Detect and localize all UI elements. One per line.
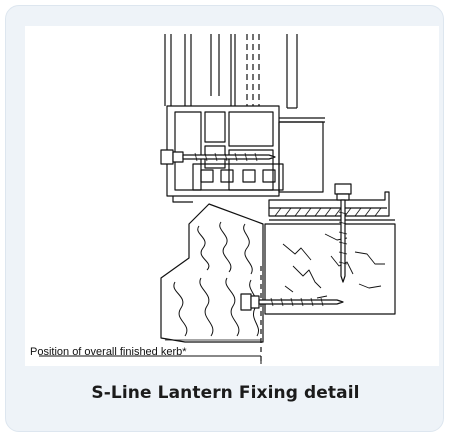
- upper-frame-uprights: [164, 34, 298, 109]
- fixing-screw-upper: [160, 149, 276, 165]
- kerb-position-annotation: Position of overall finished kerb*: [30, 346, 187, 358]
- window-frame-profile: [166, 105, 325, 203]
- drawing-panel: [25, 26, 439, 366]
- insulation-upstand: [160, 203, 264, 343]
- finished-kerb-line: [39, 266, 262, 364]
- sill-flashing: [268, 191, 395, 221]
- detail-card: Position of overall finished kerb*: [5, 5, 444, 432]
- fixing-screw-vertical: [334, 183, 352, 283]
- fixing-detail-drawing: [39, 34, 396, 364]
- fixing-screw-lower: [240, 293, 344, 311]
- diagram-caption: S-Line Lantern Fixing detail: [91, 383, 360, 403]
